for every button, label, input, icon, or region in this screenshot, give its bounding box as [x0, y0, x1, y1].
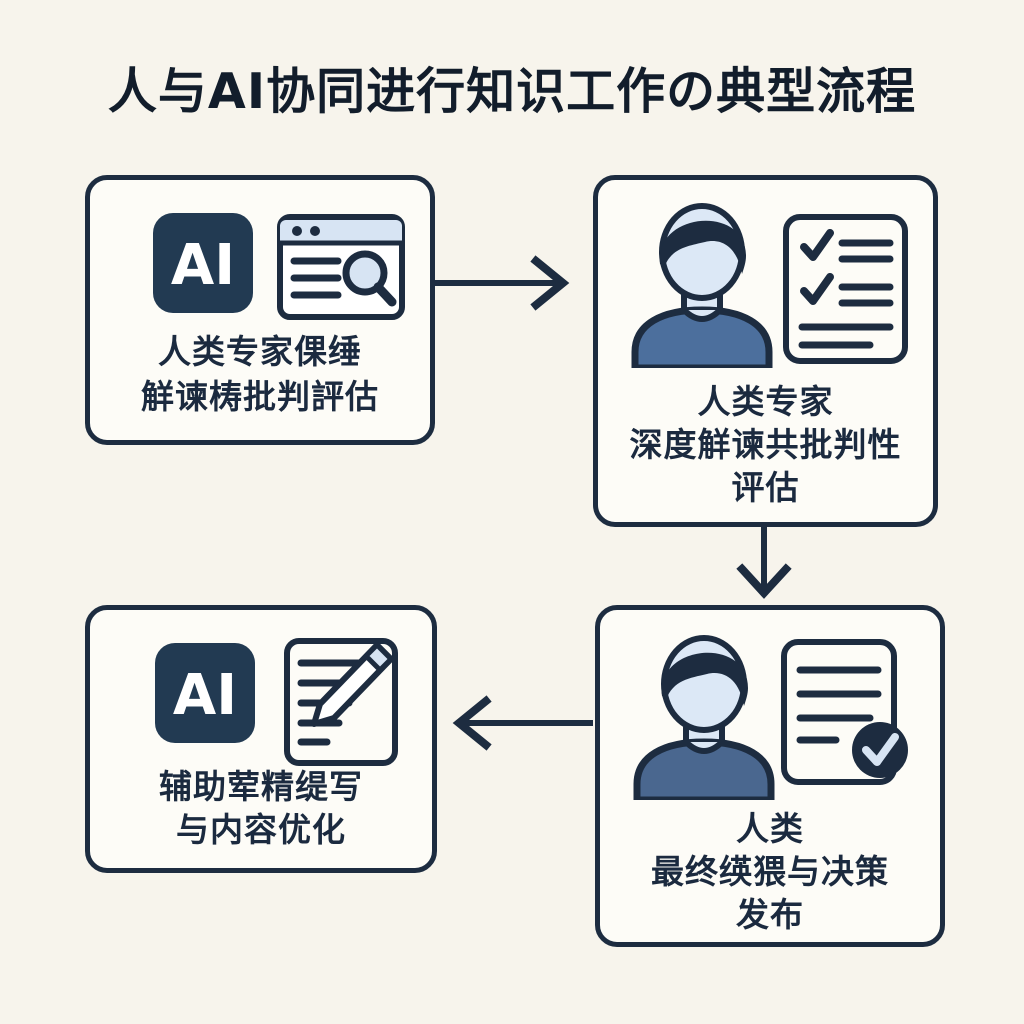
approved-doc-icon — [780, 638, 915, 790]
browser-search-icon — [276, 213, 406, 321]
doc-pencil-icon — [283, 637, 401, 767]
ai-badge-icon: AI — [150, 210, 256, 316]
box1-caption-line1: 人类专家倮缍 — [158, 332, 362, 371]
checklist-doc-icon — [782, 213, 909, 365]
flow-box-2: 人类专家 深度觧谏共批判性 评估 — [593, 175, 938, 527]
box3-caption-line3: 发布 — [736, 895, 804, 934]
box2-caption-line2: 深度觧谏共批判性 — [629, 425, 902, 464]
box2-caption-line3: 评估 — [731, 468, 800, 507]
ai-badge-icon: AI — [152, 640, 258, 746]
person-icon — [626, 200, 778, 368]
box1-caption-line2: 觧谏梼批判評估 — [141, 377, 379, 416]
ai-badge-label: AI — [173, 663, 237, 728]
flow-box-1: AI 人类专家倮缍 觧谏梼批判評估 — [85, 175, 435, 445]
flow-box-4: AI 辅助荤精缇写 与内容优化 — [85, 605, 437, 873]
box4-caption-line2: 与内容优化 — [176, 810, 346, 849]
ai-badge-label: AI — [171, 233, 235, 298]
box4-caption-line1: 辅助荤精缇写 — [159, 767, 363, 806]
box3-caption-line2: 最终绬猥与决策 — [651, 852, 889, 891]
person-icon — [628, 632, 780, 800]
arrow-down-icon — [733, 527, 795, 601]
arrow-left-icon — [448, 692, 593, 754]
flow-box-3: 人类 最终绬猥与决策 发布 — [595, 605, 945, 947]
box3-caption-line1: 人类 — [736, 809, 804, 848]
diagram-title: 人与AI协同进行知识工作の典型流程 — [107, 63, 917, 120]
box2-caption-line1: 人类专家 — [697, 382, 834, 421]
arrow-right-icon — [433, 252, 573, 314]
